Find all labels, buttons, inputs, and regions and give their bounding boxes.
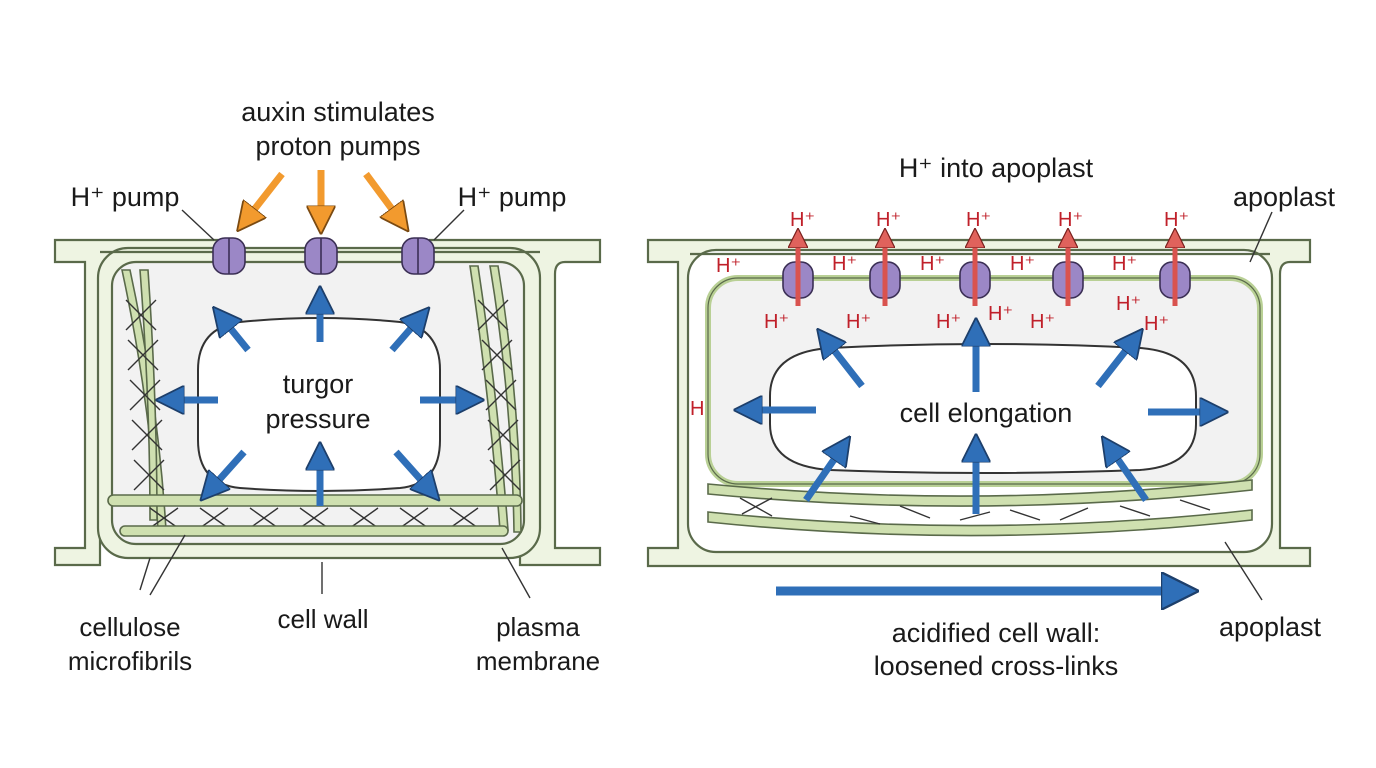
right-broken-cross-links [739, 497, 1211, 525]
h-pump-channel [304, 237, 338, 275]
proton-label: H⁺ [1164, 209, 1189, 231]
proton-label: H⁺ [1144, 313, 1169, 335]
proton-label: H⁺ [846, 311, 871, 333]
proton-label: H⁺ [1112, 253, 1137, 275]
membrane-label-line2: membrane [476, 646, 600, 676]
auxin-arrow [246, 171, 285, 220]
proton-label: H⁺ [716, 255, 741, 277]
microfibrils-label-line1: cellulose [79, 612, 180, 642]
cell-elongation-label: cell elongation [900, 398, 1073, 428]
proton-label: H⁺ [764, 311, 789, 333]
acidified-wall-label-line1: acidified cell wall: [892, 618, 1101, 648]
right-cell-panel: H⁺ H⁺ H⁺ H⁺ H⁺ H⁺ H⁺ H⁺ H⁺ H⁺ H⁺ H⁺ H⁺ H… [646, 153, 1336, 681]
membrane-label-line1: plasma [496, 612, 580, 642]
stray-h-label: H [690, 398, 704, 420]
left-vacuole [197, 317, 441, 492]
turgor-label-line1: turgor [283, 369, 354, 399]
turgor-label-line2: pressure [265, 404, 370, 434]
proton-label: H⁺ [1030, 311, 1055, 333]
auxin-arrow [363, 171, 400, 220]
left-cell-panel: auxin stimulates proton pumps H⁺ pump H⁺… [53, 97, 602, 676]
left-microfibril [119, 525, 509, 537]
proton-label: H⁺ [1116, 293, 1141, 315]
apoplast-label-bottom: apoplast [1219, 612, 1322, 642]
acidified-wall-label-line2: loosened cross-links [874, 651, 1119, 681]
right-microfibril [707, 509, 1253, 537]
proton-label: H⁺ [920, 253, 945, 275]
cell-wall-label: cell wall [277, 604, 368, 634]
proton-labels: H⁺ H⁺ H⁺ H⁺ H⁺ H⁺ H⁺ H⁺ H⁺ H⁺ H⁺ H⁺ H⁺ H… [690, 209, 1189, 420]
proton-label: H⁺ [988, 303, 1013, 325]
proton-label: H⁺ [936, 311, 961, 333]
proton-label: H⁺ [832, 253, 857, 275]
right-microfibril [707, 479, 1253, 507]
proton-label: H⁺ [1010, 253, 1035, 275]
apoplast-label-top: apoplast [1233, 182, 1336, 212]
microfibrils-label-line2: microfibrils [68, 646, 192, 676]
h-pump-label-left: H⁺ pump [71, 182, 180, 212]
left-microfibril [107, 494, 523, 507]
h-pump-channel [401, 237, 435, 275]
h-pump-channel [212, 237, 246, 275]
elongation-arrows [748, 332, 1214, 514]
proton-label: H⁺ [966, 209, 991, 231]
left-cross-links [125, 299, 521, 529]
left-microfibril [139, 269, 158, 521]
left-neighbor-wall-right [428, 238, 602, 567]
auxin-label-line1: auxin stimulates [241, 97, 435, 127]
right-vacuole [769, 343, 1197, 474]
into-apoplast-label: H⁺ into apoplast [899, 153, 1094, 183]
left-microfibril [489, 265, 522, 533]
turgor-arrows [170, 300, 470, 506]
h-pump-label-right: H⁺ pump [458, 182, 567, 212]
auxin-label-line2: proton pumps [255, 131, 420, 161]
proton-label: H⁺ [876, 209, 901, 231]
proton-label: H⁺ [790, 209, 815, 231]
proton-efflux-arrows [798, 238, 1175, 306]
proton-label: H⁺ [1058, 209, 1083, 231]
